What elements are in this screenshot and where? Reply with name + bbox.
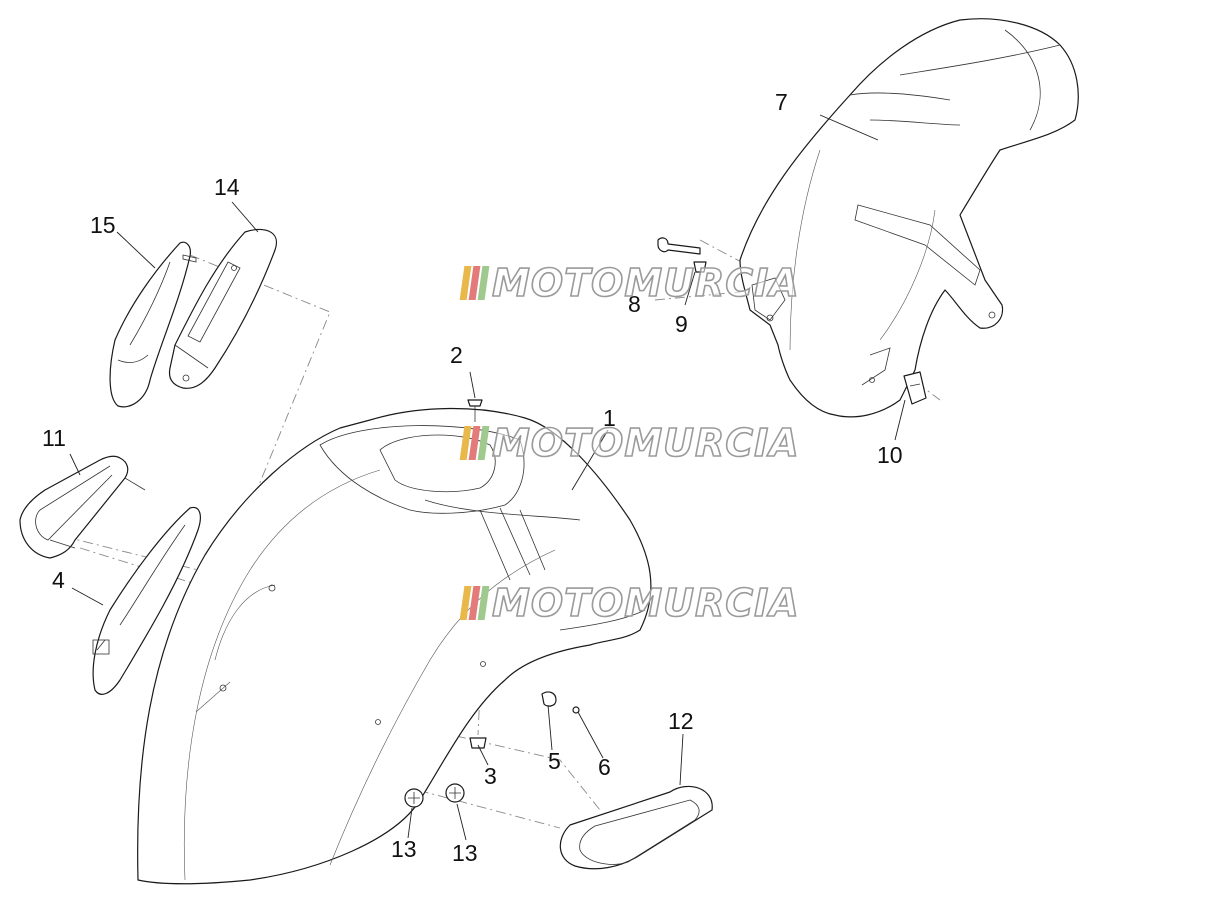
callout-11: 11 [42,425,66,451]
callout-1: 1 [603,405,616,431]
watermark-stripes [459,426,490,460]
callout-13-left: 13 [391,836,417,862]
callout-13-right: 13 [452,840,478,866]
watermark-text: MOTOMURCIA [491,261,800,305]
cover-part-15 [109,241,197,408]
callout-2: 2 [450,342,463,368]
cover-part-14 [168,228,278,389]
callout-3: 3 [484,763,497,789]
front-fender [137,407,652,885]
rear-mudguard [739,18,1079,418]
duct-part-12 [559,785,713,870]
callout-8: 8 [628,291,641,317]
watermark-logo-bottom: MOTOMURCIA [459,581,800,625]
callout-14: 14 [214,174,240,200]
watermark-logo-top: MOTOMURCIA [459,261,800,305]
callout-labels: 1 2 3 4 5 6 7 8 9 10 11 12 13 13 14 15 [42,89,903,866]
duct-part-11 [19,455,146,559]
callout-9: 9 [675,311,688,337]
callout-7: 7 [775,89,788,115]
callout-5: 5 [548,748,561,774]
leader-lines [69,114,906,841]
callout-10: 10 [877,442,903,468]
callout-4: 4 [52,567,65,593]
callout-15: 15 [90,212,116,238]
callout-12: 12 [668,708,694,734]
hardware [404,237,927,808]
callout-6: 6 [598,754,611,780]
watermark-stripes [459,266,490,300]
watermark-logo-middle: MOTOMURCIA [459,421,800,465]
watermark-stripes [459,586,490,620]
watermark-text: MOTOMURCIA [491,421,800,465]
panel-part-4 [92,506,201,695]
watermark-text: MOTOMURCIA [491,581,800,625]
